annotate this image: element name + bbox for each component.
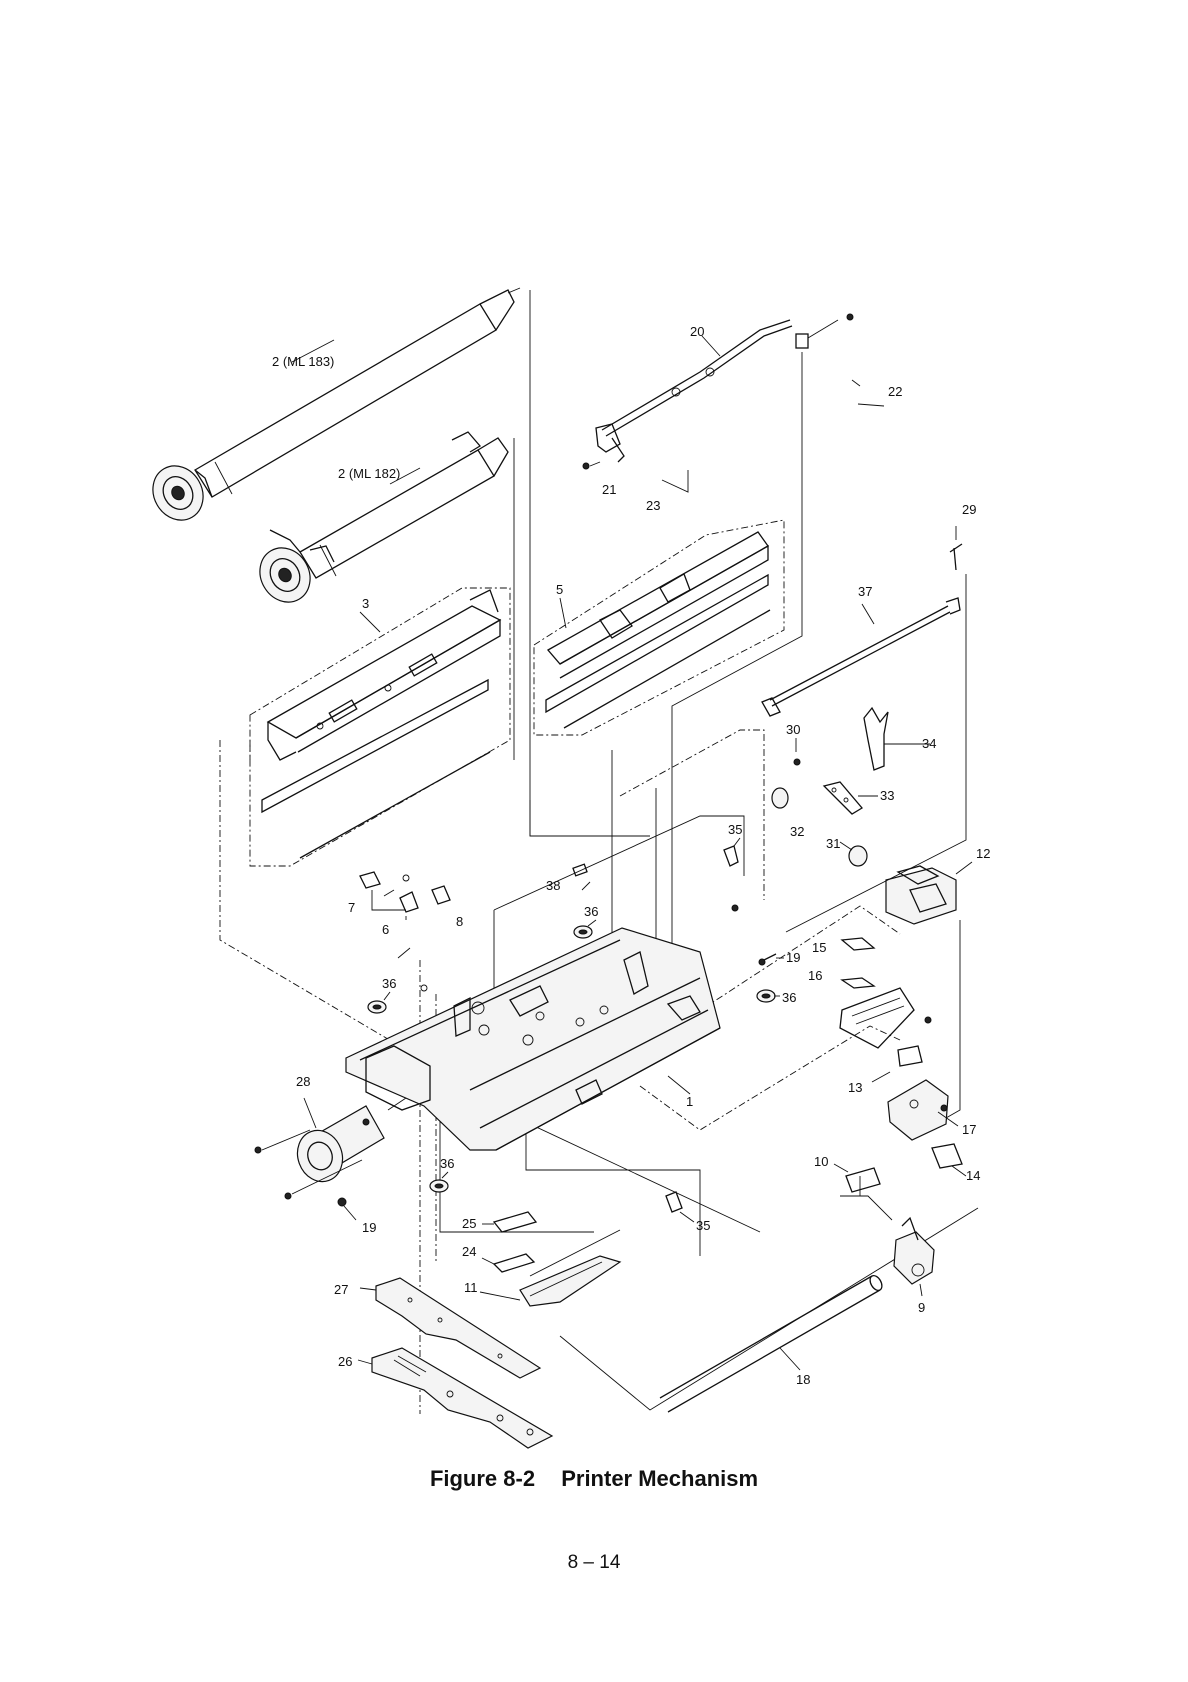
callout-34: 34: [922, 736, 936, 751]
callout-19-right: 19: [786, 950, 800, 965]
callout-5: 5: [556, 582, 563, 597]
callout-35-lower: 35: [696, 1218, 710, 1233]
part-33-lever: [824, 782, 878, 814]
callout-8: 8: [456, 914, 463, 929]
part-12-carriage: [886, 862, 972, 924]
callout-36-lower: 36: [440, 1156, 454, 1171]
callout-16: 16: [808, 968, 822, 983]
part-18-rod: [660, 1274, 884, 1412]
callout-26: 26: [338, 1354, 352, 1369]
callout-17: 17: [962, 1122, 976, 1137]
callout-6: 6: [382, 922, 389, 937]
callout-29: 29: [962, 502, 976, 517]
part-3-assembly: [250, 588, 510, 866]
callout-2-ml182: 2 (ML 182): [338, 466, 400, 481]
callout-31: 31: [826, 836, 840, 851]
callout-36-right: 36: [782, 990, 796, 1005]
callout-30: 30: [786, 722, 800, 737]
parts-6-7-8: [360, 872, 450, 920]
callout-11: 11: [464, 1280, 478, 1295]
callout-27: 27: [334, 1282, 348, 1297]
parts-30-31-32: [772, 759, 867, 866]
callout-labels: 2 (ML 183) 2 (ML 182) 3 5 20 21 22 23 29…: [272, 324, 990, 1387]
callout-32: 32: [790, 824, 804, 839]
callout-10: 10: [814, 1154, 828, 1169]
callout-38: 38: [546, 878, 560, 893]
callout-7: 7: [348, 900, 355, 915]
part-9-bracket: [894, 1218, 934, 1296]
callout-24: 24: [462, 1244, 476, 1259]
figure-caption: Figure 8-2 Printer Mechanism: [0, 1466, 1188, 1492]
callout-18: 18: [796, 1372, 810, 1387]
callout-12: 12: [976, 846, 990, 861]
part-1-main-frame: [346, 928, 720, 1150]
callout-19-left: 19: [362, 1220, 376, 1235]
part-35-clip-upper: [724, 838, 740, 866]
platen-ml182: [250, 432, 508, 611]
callout-21: 21: [602, 482, 616, 497]
callout-14: 14: [966, 1168, 980, 1183]
callout-25: 25: [462, 1216, 476, 1231]
callout-3: 3: [362, 596, 369, 611]
part-5-assembly: [534, 520, 784, 735]
page-number: 8 – 14: [0, 1552, 1188, 1574]
callout-23: 23: [646, 498, 660, 513]
callout-36-left: 36: [382, 976, 396, 991]
parts-15-16: [840, 938, 914, 1048]
callout-20: 20: [690, 324, 704, 339]
callout-35-upper: 35: [728, 822, 742, 837]
callout-2-ml183: 2 (ML 183): [272, 354, 334, 369]
part-34-lever: [864, 708, 930, 770]
parts-13-14-17: [872, 1046, 966, 1176]
part-37-shaft: [762, 544, 962, 716]
figure-number: Figure 8-2: [430, 1466, 535, 1491]
part-20-rod: [583, 314, 860, 492]
callout-1: 1: [686, 1094, 693, 1109]
callout-13: 13: [848, 1080, 862, 1095]
part-10: [834, 1164, 880, 1192]
part-28-motor: [255, 1098, 384, 1199]
callout-22: 22: [888, 384, 902, 399]
callout-36-top: 36: [584, 904, 598, 919]
callout-9: 9: [918, 1300, 925, 1315]
parts-38-36-top: [573, 864, 592, 938]
figure-title: Printer Mechanism: [561, 1466, 758, 1491]
callout-15: 15: [812, 940, 826, 955]
callout-33: 33: [880, 788, 894, 803]
callout-37: 37: [858, 584, 872, 599]
parts-11-24-25-35: [480, 1192, 694, 1306]
callout-28: 28: [296, 1074, 310, 1089]
